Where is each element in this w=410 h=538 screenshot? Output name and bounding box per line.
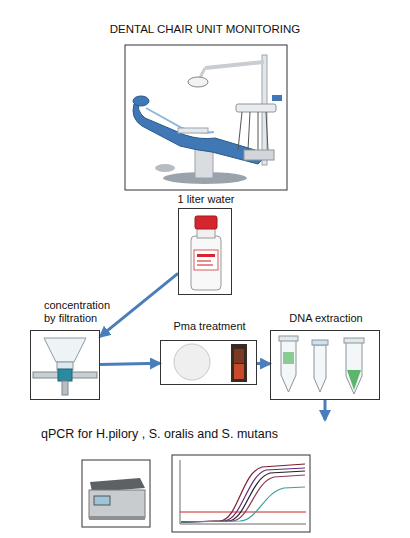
thermocycler-illustration: [82, 460, 150, 527]
step-label: Pma treatment: [151, 320, 268, 333]
amplification-plot-illustration: [172, 455, 310, 532]
pma-filter-illustration: [174, 344, 247, 382]
process-box: 1 liter water: [178, 208, 232, 295]
step-label: concentration by filtration: [44, 299, 120, 325]
step-label: qPCR for H.pilory , S. oralis and S. mut…: [41, 428, 329, 441]
step-label: 1 liter water: [139, 193, 273, 206]
process-box: DNA extraction: [270, 330, 380, 400]
flow-arrow: [100, 363, 160, 364]
filtration-illustration: [33, 338, 97, 395]
diagram-title: DENTAL CHAIR UNIT MONITORING: [0, 23, 410, 35]
process-box: qPCR for H.pilory , S. oralis and S. mut…: [36, 420, 332, 535]
dna-tubes-illustration: [279, 336, 364, 394]
process-box: concentration by filtration: [30, 330, 100, 400]
water-bottle-illustration: [191, 216, 221, 290]
step-label: DNA extraction: [266, 312, 386, 325]
flow-arrow: [100, 273, 178, 336]
dental-chair-illustration: [125, 45, 287, 190]
process-box: Pma treatment: [160, 340, 257, 385]
flow-arrow: [324, 400, 327, 420]
flow-arrow: [257, 362, 270, 365]
